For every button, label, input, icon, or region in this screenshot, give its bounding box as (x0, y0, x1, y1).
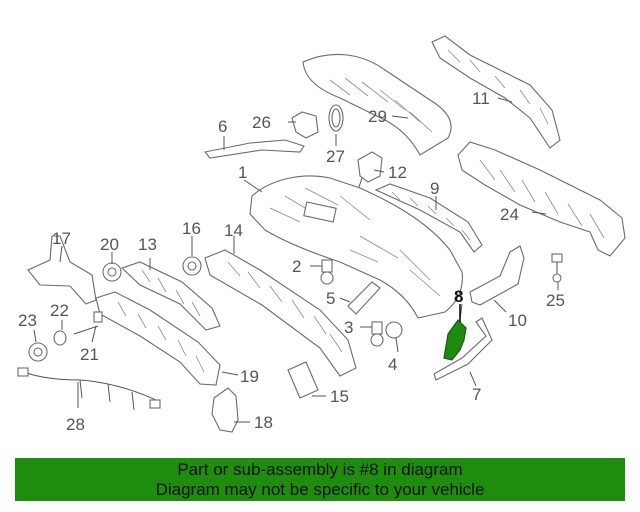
part-18-bracket (211, 387, 239, 433)
part-21-bolt (73, 311, 103, 335)
label-3: 3 (344, 318, 353, 337)
part-15-plate (287, 361, 319, 399)
part-25-clip (551, 253, 563, 283)
part-29-diffuser-upper (302, 53, 452, 156)
label-19: 19 (240, 367, 259, 386)
label-13: 13 (138, 235, 157, 254)
part-4-nut (385, 321, 403, 339)
part-2-bolt (320, 259, 334, 285)
label-10: 10 (508, 311, 527, 330)
label-11: 11 (472, 89, 490, 108)
part-20-nut (102, 262, 122, 282)
leader-lines (33, 97, 559, 423)
part-27-grommet (328, 104, 344, 132)
label-6: 6 (218, 117, 227, 136)
part-23-nut (28, 342, 48, 362)
notice-line-2: Diagram may not be specific to your vehi… (155, 480, 485, 499)
label-25: 25 (546, 291, 565, 310)
part-5-strip (347, 281, 381, 315)
label-26: 26 (252, 113, 271, 132)
part-28-wiring-harness (17, 367, 161, 411)
label-22: 22 (50, 301, 69, 320)
part-8-bracket-highlighted[interactable] (443, 319, 467, 361)
part-10-side-guide (469, 245, 525, 306)
label-18: 18 (254, 413, 273, 432)
notice-line-1: Part or sub-assembly is #8 in diagram (177, 460, 463, 479)
part-11-rear-panel (431, 35, 561, 149)
label-21: 21 (80, 345, 99, 364)
label-8[interactable]: 8 (454, 287, 463, 306)
label-28: 28 (66, 415, 85, 434)
part-26-bracket (291, 111, 319, 139)
part-24-diffuser-lower (457, 141, 626, 257)
part-number-labels: 1 2 3 4 5 6 7 8 9 10 11 12 13 14 15 16 1… (18, 89, 565, 434)
label-29: 29 (368, 107, 387, 126)
part-12-clip (355, 151, 383, 197)
part-22-washer (53, 330, 67, 346)
part-14-impact-beam (204, 249, 357, 377)
part-7-lower-trim (433, 317, 493, 381)
part-13-bracket-rail (120, 261, 221, 331)
label-27: 27 (326, 147, 345, 166)
label-1: 1 (238, 163, 247, 182)
label-14: 14 (224, 221, 243, 240)
part-6-trim-strip (203, 139, 305, 159)
label-4: 4 (388, 355, 397, 374)
label-12: 12 (388, 163, 407, 182)
part-19-lower-support (95, 291, 221, 386)
part-16-nut (182, 256, 202, 276)
part-3-bolt (370, 321, 384, 347)
label-9: 9 (430, 179, 439, 198)
label-5: 5 (326, 289, 335, 308)
notice-banner: Part or sub-assembly is #8 in diagram Di… (15, 458, 625, 501)
label-24: 24 (500, 205, 519, 224)
part-17-side-bracket (27, 235, 97, 305)
label-16: 16 (182, 219, 201, 238)
part-1-bumper-cover (249, 175, 463, 319)
label-20: 20 (100, 235, 119, 254)
label-7: 7 (472, 385, 481, 404)
label-17: 17 (52, 229, 71, 248)
label-2: 2 (292, 257, 301, 276)
label-15: 15 (330, 387, 349, 406)
part-9-reflector-strip (374, 183, 483, 253)
label-23: 23 (18, 311, 37, 330)
